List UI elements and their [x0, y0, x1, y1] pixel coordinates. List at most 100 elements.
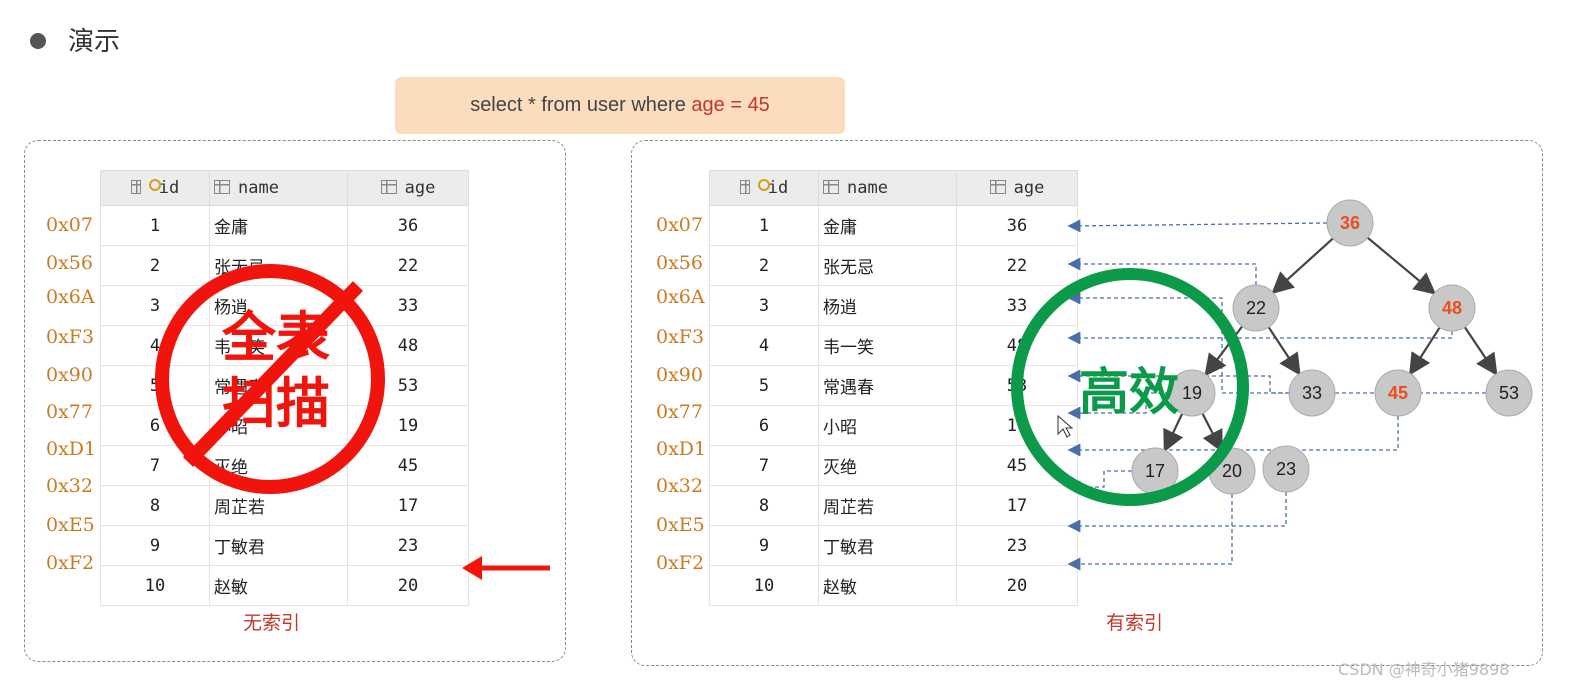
cell-id: 10 — [709, 565, 819, 606]
row-address-right: 0xF3 — [656, 326, 705, 348]
tree-node-circle — [1428, 284, 1476, 332]
row-address-right: 0x32 — [656, 475, 703, 497]
prohibited-stamp: 全表 扫描 — [155, 264, 385, 494]
tree-node-label: 19 — [1182, 383, 1202, 403]
tree-node-label: 53 — [1499, 383, 1519, 403]
caption-no-index: 无索引 — [243, 612, 301, 634]
row-address-right: 0x90 — [656, 364, 703, 386]
efficient-stamp: 高效 — [1011, 268, 1249, 506]
tree-node-19: 19 — [1168, 369, 1216, 417]
tree-edge — [1463, 326, 1498, 376]
cell-age: 22 — [347, 245, 469, 286]
primary-key-icon — [757, 179, 770, 191]
column-icon — [989, 180, 1006, 194]
row-pointer-19 — [1067, 392, 1169, 420]
row-address-right: 0x56 — [656, 252, 703, 274]
tree-node-circle — [1326, 199, 1374, 247]
tree-node-label: 20 — [1222, 461, 1242, 481]
tree-node-label: 36 — [1340, 213, 1360, 233]
sql-field: age — [691, 94, 725, 116]
left-header-age[interactable]: age — [347, 170, 469, 206]
cell-age: 22 — [956, 245, 1078, 286]
column-icon — [823, 180, 839, 194]
cell-age: 17 — [347, 485, 469, 526]
row-pointer-20 — [1067, 494, 1233, 571]
cell-age: 23 — [347, 525, 469, 566]
column-icon — [380, 180, 397, 194]
scan-pointer-arrow — [462, 556, 550, 580]
row-address-left: 0x07 — [46, 214, 93, 236]
panel-no-index — [24, 140, 566, 662]
sql-value: 45 — [747, 94, 770, 116]
tree-node-circle — [1374, 369, 1422, 417]
tree-edges — [1163, 236, 1498, 453]
tree-node-circle — [1262, 445, 1310, 493]
cell-name: 周芷若 — [818, 485, 957, 526]
row-address-right: 0xE5 — [656, 514, 705, 536]
cell-id: 1 — [709, 205, 819, 246]
cell-name: 灭绝 — [818, 445, 957, 486]
tree-node-36: 36 — [1326, 199, 1374, 247]
tree-node-circle — [1232, 284, 1280, 332]
right-header-age[interactable]: age — [956, 170, 1078, 206]
cell-id: 10 — [100, 565, 210, 606]
row-address-left: 0xE5 — [46, 514, 95, 536]
column-label: id — [767, 178, 789, 198]
cell-name: 张无忌 — [818, 245, 957, 286]
tree-node-circle — [1168, 369, 1216, 417]
cell-name: 赵敏 — [818, 565, 957, 606]
left-header-name[interactable]: name — [209, 170, 348, 206]
tree-node-48: 48 — [1428, 284, 1476, 332]
cell-age: 23 — [956, 525, 1078, 566]
tree-node-label: 17 — [1145, 461, 1165, 481]
efficient-circle — [1011, 268, 1249, 506]
tree-edge — [1409, 326, 1441, 376]
tree-edge — [1201, 412, 1223, 453]
tree-node-17: 17 — [1131, 447, 1179, 495]
column-label: name — [847, 178, 888, 198]
caption-with-index: 有索引 — [1106, 612, 1164, 634]
bullet-dot — [30, 33, 46, 49]
row-address-left: 0x77 — [46, 401, 93, 423]
cell-name: 丁敏君 — [818, 525, 957, 566]
row-address-left: 0x6A — [46, 286, 95, 308]
cell-id: 1 — [100, 205, 210, 246]
cell-id: 4 — [100, 325, 210, 366]
column-label: id — [158, 178, 180, 198]
stamp-slash — [182, 281, 364, 467]
row-address-left: 0xF3 — [46, 326, 95, 348]
tree-node-53: 53 — [1485, 369, 1533, 417]
cell-age: 20 — [956, 565, 1078, 606]
tree-node-label: 48 — [1442, 298, 1462, 318]
right-header-name[interactable]: name — [818, 170, 957, 206]
tree-node-45: 45 — [1374, 369, 1422, 417]
row-address-left: 0x90 — [46, 364, 93, 386]
row-pointer-22 — [1067, 257, 1257, 285]
tree-edge — [1163, 413, 1184, 453]
row-address-right: 0x77 — [656, 401, 703, 423]
tree-node-label: 45 — [1388, 383, 1408, 403]
column-label: age — [1013, 178, 1045, 198]
cell-age: 20 — [347, 565, 469, 606]
tree-node-label: 33 — [1302, 383, 1322, 403]
cell-id: 5 — [709, 365, 819, 406]
row-pointer-48 — [1067, 331, 1453, 345]
row-address-right: 0xF2 — [656, 552, 705, 574]
right-header-id[interactable]: id — [709, 170, 819, 206]
cell-id: 8 — [709, 485, 819, 526]
tree-edge — [1271, 237, 1334, 295]
sql-query-box: select * from user where age = 45 — [395, 77, 845, 134]
column-label: age — [404, 178, 436, 198]
table-icon — [739, 180, 750, 194]
